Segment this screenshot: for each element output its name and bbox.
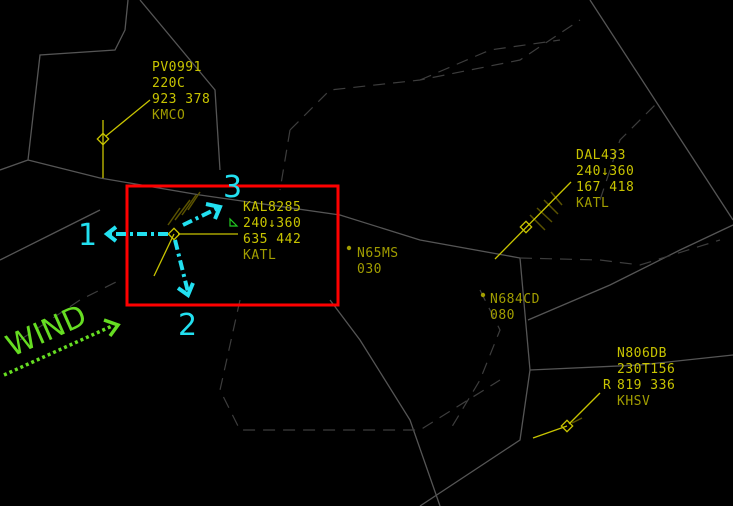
destination: KHSV	[617, 394, 650, 409]
destination: KMCO	[152, 108, 185, 123]
wind-indicator: WIND	[1, 298, 121, 377]
annotation-label-1: 1	[78, 218, 97, 253]
history-trail	[167, 191, 201, 226]
annotation-label-3: 3	[223, 170, 242, 205]
aircraft-symbol-icon	[96, 132, 110, 146]
annotation-arrows: 1 2 3	[78, 170, 242, 343]
status-prefix: R	[603, 378, 611, 393]
altitude: 240↓360	[576, 164, 634, 179]
arrow-head-icon	[103, 225, 118, 243]
datablock-pv0991[interactable]: PV0991 220C 923 378 KMCO	[152, 60, 210, 123]
callsign: N806DB	[617, 346, 667, 361]
beacon-speed: 819 336	[617, 378, 675, 393]
callsign: KAL8285	[243, 200, 301, 215]
aircraft-symbol-icon	[560, 419, 574, 433]
aircraft-symbol-icon	[167, 227, 181, 241]
callsign: DAL433	[576, 148, 626, 163]
altitude: 240↓360	[243, 216, 301, 231]
highlight-box	[125, 184, 340, 307]
aircraft-target-n65ms[interactable]: N65MS 030	[346, 245, 399, 277]
destination: KATL	[576, 196, 609, 211]
aircraft-target-dal433[interactable]	[494, 181, 572, 260]
altitude: 220C	[152, 76, 185, 91]
datablock-kal8285[interactable]: KAL8285 240↓360 635 442 KATL	[243, 200, 301, 263]
beacon-speed: 167 418	[576, 180, 634, 195]
beacon-speed: 923 378	[152, 92, 210, 107]
callsign: PV0991	[152, 60, 202, 75]
wind-label: WIND	[1, 298, 92, 364]
aircraft-target-n806db[interactable]	[532, 392, 601, 439]
vfr-target-icon	[346, 245, 352, 251]
callsign: N65MS	[357, 246, 399, 261]
altitude: 080	[490, 308, 515, 323]
vfr-target-icon	[480, 292, 486, 298]
wind-arrow-icon	[103, 318, 121, 338]
datablock-dal433[interactable]: DAL433 240↓360 167 418 KATL	[576, 148, 634, 211]
altitude: 230T156	[617, 362, 675, 377]
arrow-head-icon	[176, 282, 195, 299]
history-trail	[529, 191, 563, 231]
aircraft-target-n684cd[interactable]: N684CD 080	[480, 292, 540, 323]
destination: KATL	[243, 248, 276, 263]
datablock-n806db[interactable]: N806DB 230T156 R 819 336 KHSV	[603, 346, 675, 409]
altitude: 030	[357, 262, 382, 277]
arrow-head-icon	[205, 202, 223, 220]
callsign: N684CD	[490, 292, 540, 307]
aircraft-symbol-icon	[519, 220, 533, 234]
handoff-indicator-icon	[229, 217, 239, 227]
annotation-label-2: 2	[178, 308, 197, 343]
beacon-speed: 635 442	[243, 232, 301, 247]
aircraft-target-kal8285[interactable]	[153, 191, 239, 277]
aircraft-target-pv0991[interactable]	[96, 99, 151, 178]
